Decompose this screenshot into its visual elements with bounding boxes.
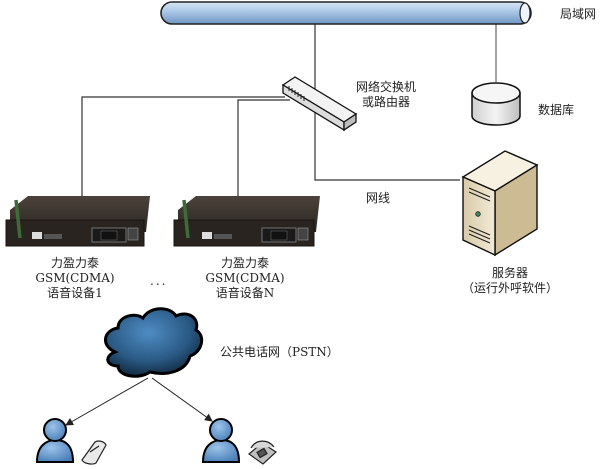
ellipsis: ...	[150, 274, 168, 288]
device-1-name: 语音设备1	[47, 286, 103, 300]
switch-to-deviceN-line	[237, 99, 290, 210]
desk-phone-icon	[248, 440, 277, 465]
device-n-name: 语音设备N	[215, 286, 275, 300]
device-1-brand: 力盈力泰	[50, 256, 99, 270]
database-icon	[471, 82, 521, 126]
switch-label-line1: 网络交换机	[355, 80, 416, 94]
arrow-to-user-2	[151, 377, 213, 422]
gsm-gateway-device-1	[5, 196, 150, 247]
pstn-label: 公共电话网（PSTN）	[220, 345, 339, 359]
cable-label: 网线	[366, 191, 391, 205]
device-1-label: 力盈力泰 GSM(CDMA) 语音设备1	[30, 256, 120, 301]
lan-to-switch-line	[314, 24, 460, 181]
cloud-icon	[104, 307, 204, 378]
arrow-to-user-1	[65, 377, 149, 426]
switch-to-device1-line	[81, 96, 285, 210]
user-icon-2	[201, 418, 241, 463]
server-label: 服务器 （运行外呼软件）	[455, 266, 565, 296]
device-n-brand: 力盈力泰	[220, 256, 269, 270]
database-label: 数据库	[538, 103, 575, 117]
gsm-gateway-device-n	[173, 196, 320, 247]
server-label-line2: （运行外呼软件）	[461, 281, 558, 295]
network-switch-icon	[281, 76, 358, 132]
lan-label: 局域网	[560, 7, 597, 21]
mobile-phone-icon	[81, 440, 107, 465]
user-icon-1	[35, 418, 75, 463]
server-tower-icon	[461, 150, 539, 257]
lan-pipe-icon	[160, 1, 532, 25]
server-label-line1: 服务器	[491, 266, 528, 280]
connection-lines	[81, 24, 497, 210]
device-n-label: 力盈力泰 GSM(CDMA) 语音设备N	[200, 256, 290, 301]
device-n-type: GSM(CDMA)	[205, 271, 285, 285]
device-1-type: GSM(CDMA)	[35, 271, 115, 285]
switch-label: 网络交换机 或路由器	[355, 80, 417, 110]
pstn-to-users-arrows	[65, 377, 213, 426]
switch-label-line2: 或路由器	[361, 95, 410, 109]
